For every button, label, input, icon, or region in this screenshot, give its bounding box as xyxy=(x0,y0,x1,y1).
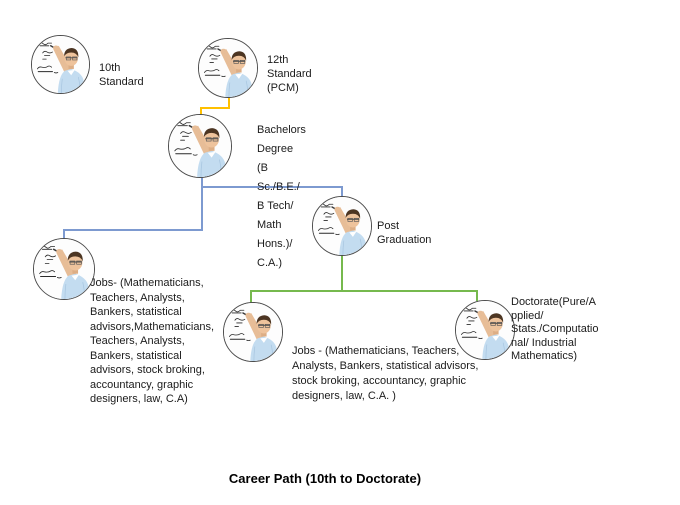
connector-segment xyxy=(201,186,343,188)
node-label-12th-standard: 12th Standard (PCM) xyxy=(267,54,312,94)
node-label-bachelors-degree: Bachelors Degree (B Sc./B.E./ B Tech/ Ma… xyxy=(257,124,306,269)
diagram-title: Career Path (10th to Doctorate) xyxy=(228,471,422,486)
math-teacher-avatar-icon xyxy=(31,35,90,94)
connector-segment xyxy=(250,290,252,303)
math-teacher-avatar-icon xyxy=(455,300,515,360)
connector-segment xyxy=(341,186,343,197)
math-teacher-avatar-icon xyxy=(223,302,283,362)
connector-segment xyxy=(228,96,230,109)
math-teacher-avatar-icon xyxy=(198,38,258,98)
connector-segment xyxy=(200,107,202,115)
connector-segment xyxy=(200,107,230,109)
connector-segment xyxy=(201,177,203,231)
math-teacher-avatar-icon xyxy=(312,196,372,256)
connector-segment xyxy=(63,229,203,231)
math-teacher-avatar-icon xyxy=(33,238,95,300)
node-label-post-graduation: Post Graduation xyxy=(377,220,432,246)
math-teacher-avatar-icon xyxy=(168,114,232,178)
node-label-jobs-after-postgrad: Jobs - (Mathematicians, Teachers, Analys… xyxy=(292,345,479,402)
connector-segment xyxy=(476,290,478,301)
connector-segment xyxy=(341,255,343,292)
connector-segment xyxy=(63,229,65,239)
node-label-10th-standard: 10th Standard xyxy=(99,62,144,88)
node-label-jobs-after-bachelors: Jobs- (Mathematicians, Teachers, Analyst… xyxy=(90,277,215,405)
connector-segment xyxy=(250,290,478,292)
node-label-doctorate: Doctorate(Pure/A pplied/ Stats./Computat… xyxy=(511,296,599,362)
